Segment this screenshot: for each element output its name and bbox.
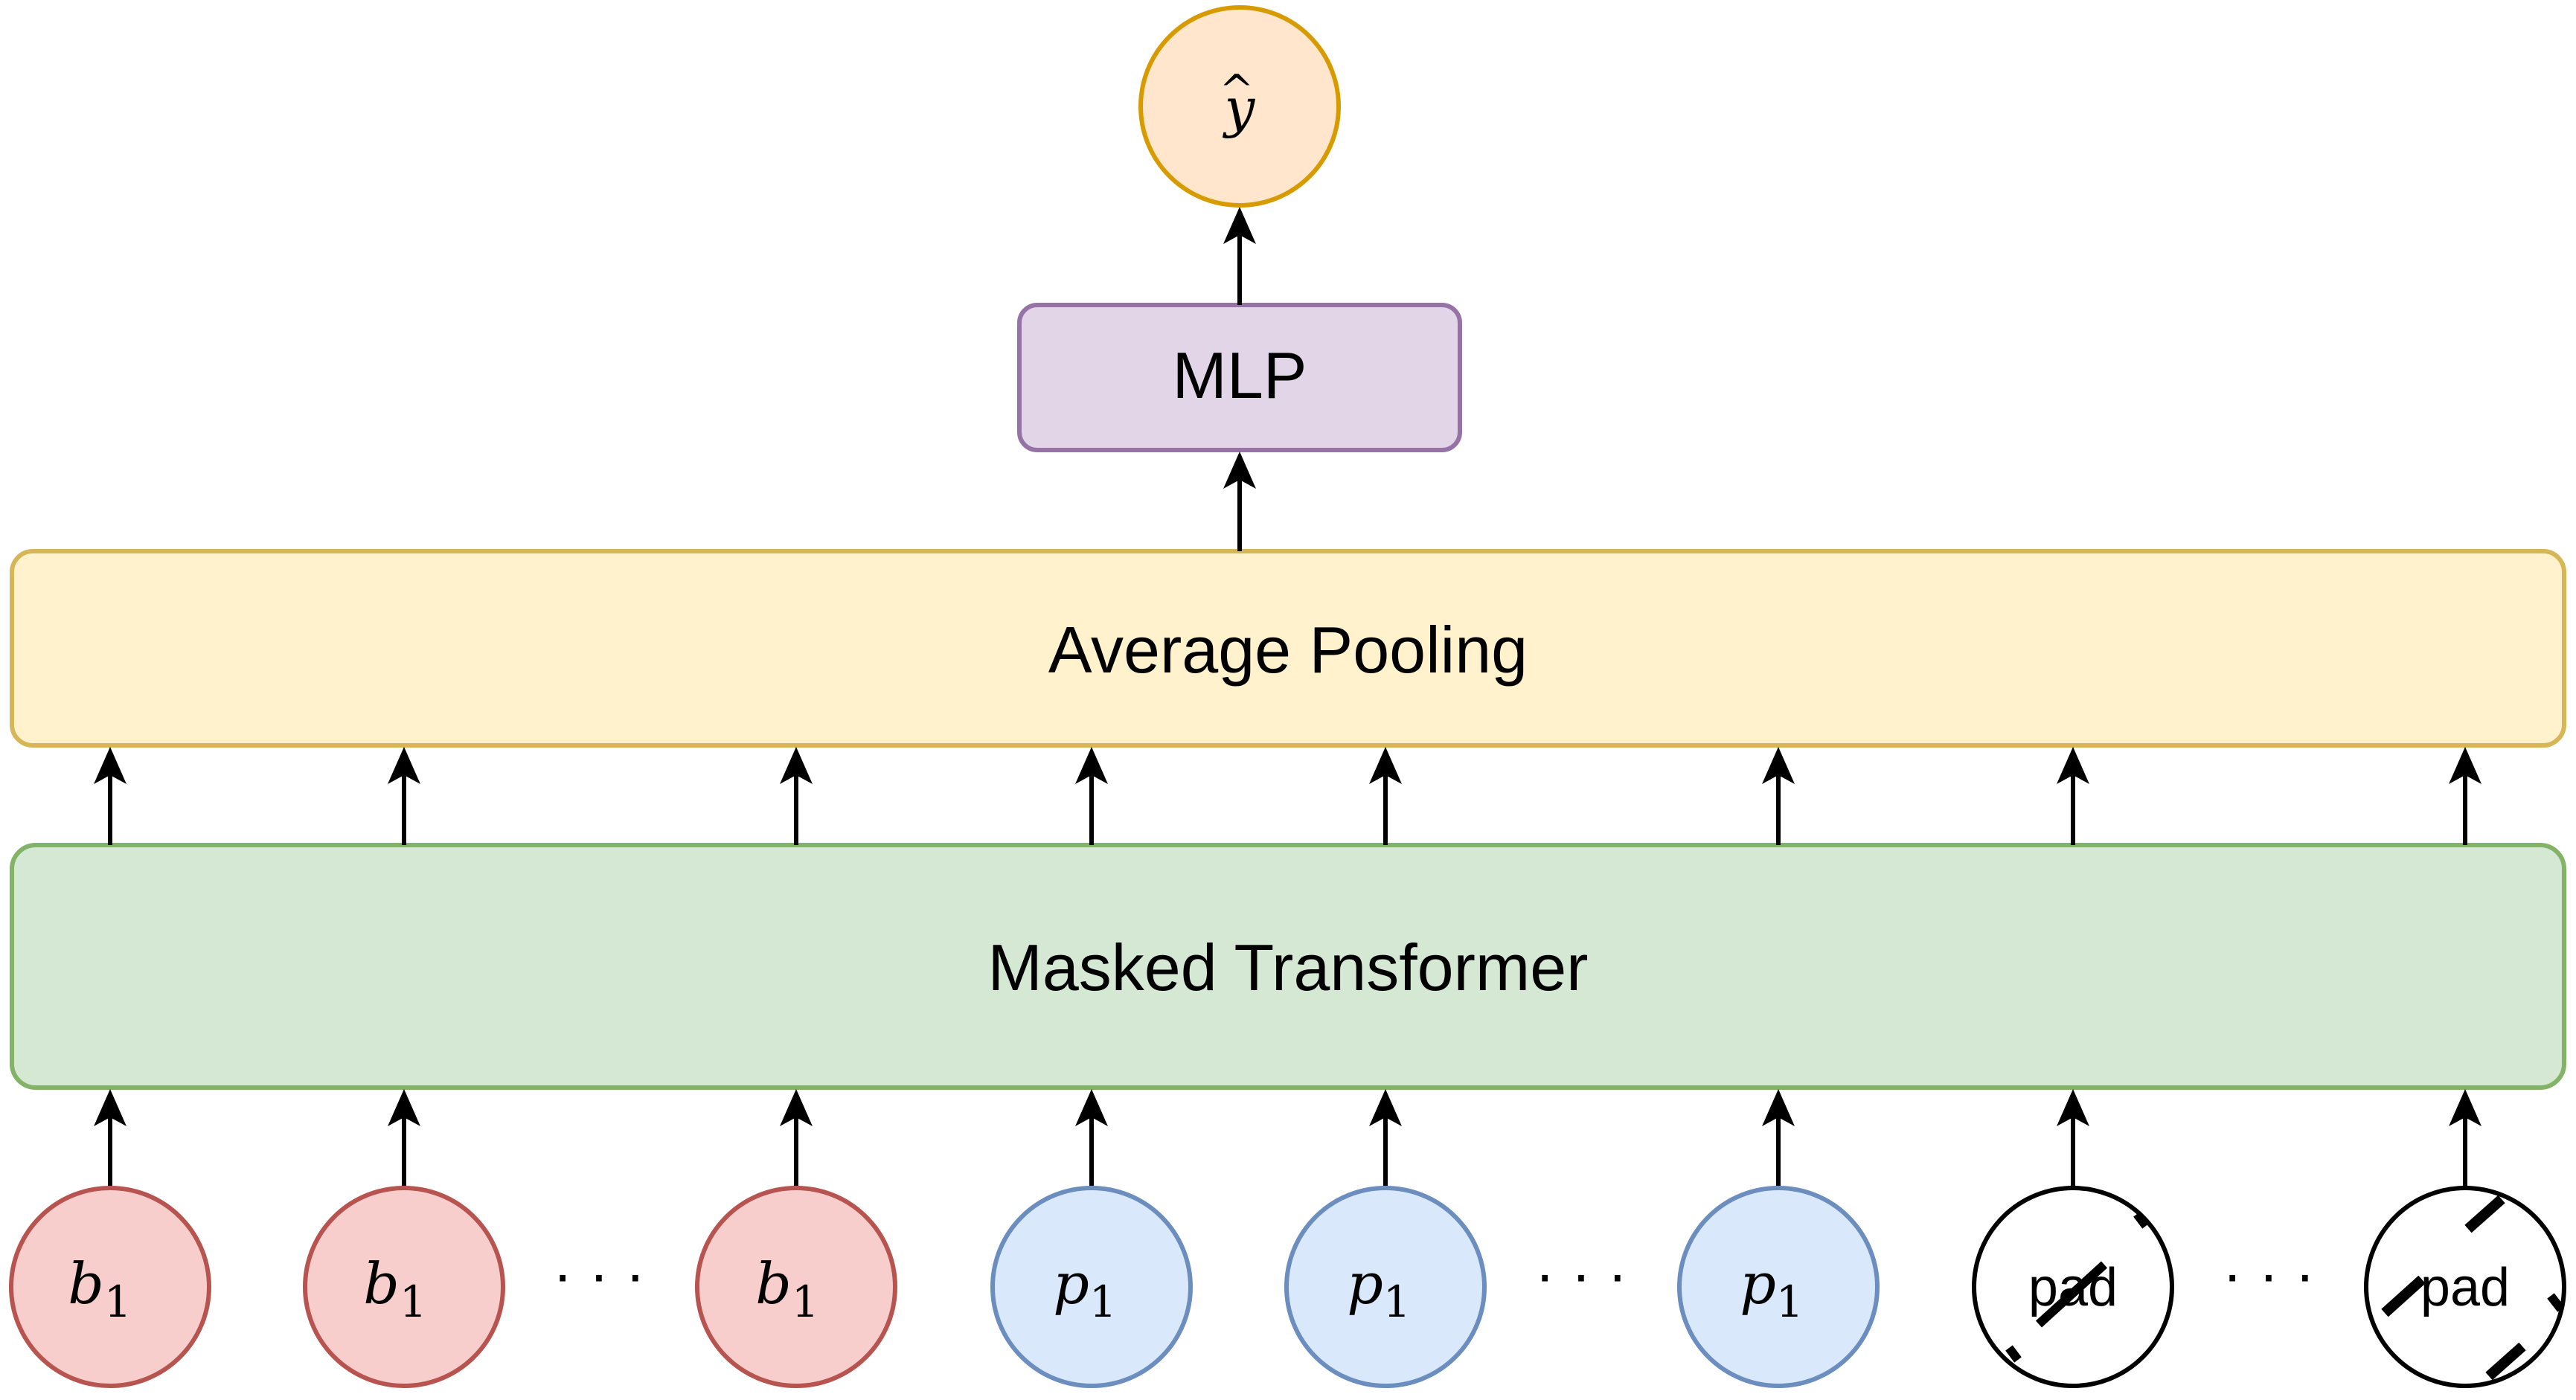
arrow-head [1223, 207, 1256, 244]
average-pooling-box [10, 549, 2566, 748]
arrow-head [780, 1089, 813, 1126]
arrow-head [1369, 747, 1402, 784]
output-symbol: y [1223, 77, 1256, 139]
arrow-input-to-transformer [1369, 1089, 1402, 1188]
input-p-circle [1677, 1186, 1880, 1388]
arrow-head [94, 1089, 126, 1126]
pad-mask-slash-left [2381, 1275, 2426, 1317]
arrow-transformer-to-pooling [2057, 747, 2089, 845]
ellipsis-pad: · · · [2223, 1241, 2315, 1307]
pad-mask-tick-right [2547, 1293, 2565, 1312]
input-b-2: b1 [303, 1186, 505, 1388]
input-p-circle [1284, 1186, 1487, 1388]
arrow-input-to-transformer [388, 1089, 420, 1188]
input-pad-2: pad [2364, 1186, 2566, 1388]
input-b-circle [303, 1186, 505, 1388]
ellipsis-b: · · · [553, 1241, 645, 1307]
arrow-pooling-to-mlp [1223, 452, 1256, 551]
input-p-1: p1 [990, 1186, 1193, 1388]
arrow-transformer-to-pooling [1075, 747, 1108, 845]
input-b-3: b1 [695, 1186, 897, 1388]
pad-mask-tick-top [2133, 1211, 2150, 1229]
input-b-symbol: b1 [755, 1250, 819, 1327]
arrow-mlp-to-output [1223, 207, 1256, 305]
input-b-1: b1 [9, 1186, 211, 1388]
input-pad-label: pad [2420, 1258, 2510, 1317]
arrow-head [1762, 1089, 1795, 1126]
arrow-input-to-transformer [94, 1089, 126, 1188]
arrow-transformer-to-pooling [1369, 747, 1402, 845]
masked-transformer-block: Masked Transformer [10, 843, 2566, 1090]
arrow-transformer-to-pooling [94, 747, 126, 845]
output-circle [1138, 5, 1341, 208]
arrow-head [94, 747, 126, 784]
input-b-circle [695, 1186, 897, 1388]
pad-mask-slash [2035, 1261, 2108, 1328]
arrow-head [1075, 1089, 1108, 1126]
arrow-head [2057, 747, 2089, 784]
input-pad-circle [2364, 1186, 2566, 1388]
arrow-head [388, 1089, 420, 1126]
arrow-input-to-transformer [1762, 1089, 1795, 1188]
arrow-transformer-to-pooling [2449, 747, 2482, 845]
mlp-label: MLP [1173, 338, 1307, 412]
masked-transformer-box [10, 843, 2566, 1090]
pad-mask-tick-bottom [2005, 1345, 2022, 1363]
input-p-symbol: p1 [1740, 1250, 1804, 1327]
input-pad-1: pad [1972, 1186, 2174, 1388]
output-hat: ^ [1220, 66, 1255, 115]
arrow-transformer-to-pooling [388, 747, 420, 845]
arrows [94, 207, 2482, 1188]
input-p-symbol: p1 [1053, 1250, 1117, 1327]
input-pad-label: pad [2028, 1258, 2118, 1317]
input-p-2: p1 [1284, 1186, 1487, 1388]
arrow-input-to-transformer [1075, 1089, 1108, 1188]
arrow-head [2057, 1089, 2089, 1126]
arrow-transformer-to-pooling [780, 747, 813, 845]
arrow-head [1762, 747, 1795, 784]
input-p-3: p1 [1677, 1186, 1880, 1388]
arrow-input-to-transformer [2057, 1089, 2089, 1188]
input-b-circle [9, 1186, 211, 1388]
arrow-transformer-to-pooling [1762, 747, 1795, 845]
average-pooling-block: Average Pooling [10, 549, 2566, 748]
arrow-head [1075, 747, 1108, 784]
input-pad-circle [1972, 1186, 2174, 1388]
arrow-input-to-transformer [780, 1089, 813, 1188]
ellipsis-p: · · · [1535, 1241, 1627, 1307]
arrow-input-to-transformer [2449, 1089, 2482, 1188]
input-b-symbol: b1 [68, 1250, 132, 1327]
pad-mask-slash-bottom [2485, 1342, 2526, 1381]
arrow-head [1223, 452, 1256, 489]
mlp-block: MLP [1017, 303, 1462, 452]
input-p-circle [990, 1186, 1193, 1388]
arrow-head [388, 747, 420, 784]
masked-transformer-label: Masked Transformer [988, 931, 1589, 1004]
average-pooling-label: Average Pooling [1048, 613, 1528, 687]
arrow-head [2449, 1089, 2482, 1126]
arrow-head [780, 747, 813, 784]
arrow-head [2449, 747, 2482, 784]
input-b-symbol: b1 [363, 1250, 427, 1327]
arrow-head [1369, 1089, 1402, 1126]
output-node: ^ y [1138, 5, 1341, 208]
input-p-symbol: p1 [1347, 1250, 1411, 1327]
pad-mask-slash-top [2464, 1195, 2505, 1233]
